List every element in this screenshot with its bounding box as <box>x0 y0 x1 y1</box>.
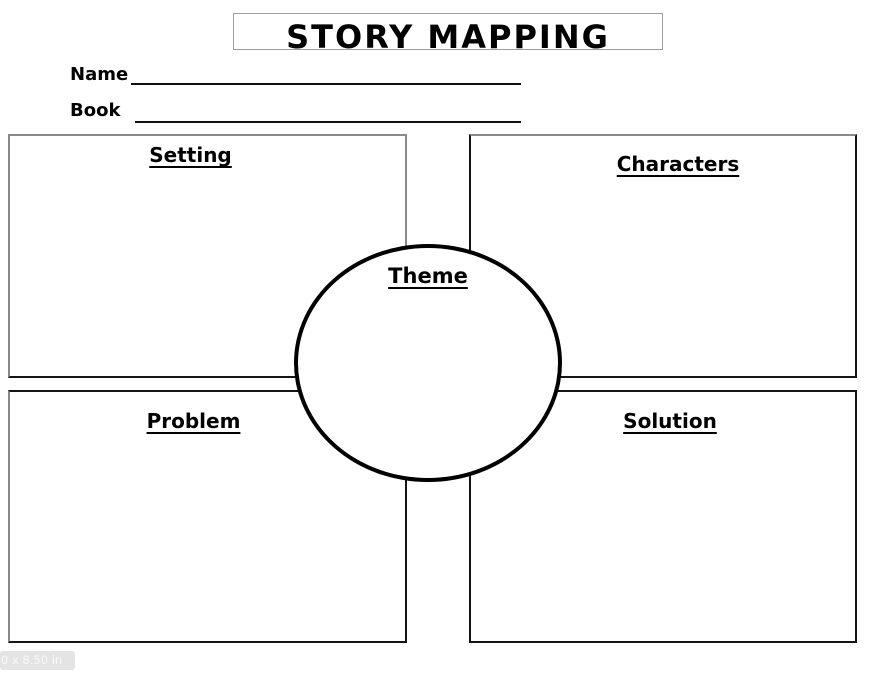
theme-label: Theme <box>388 264 468 288</box>
page-size-tooltip: 0 x 8.50 in <box>0 651 75 670</box>
book-line[interactable] <box>135 121 521 123</box>
solution-label: Solution <box>623 409 717 433</box>
name-label: Name <box>70 64 129 85</box>
name-line[interactable] <box>131 83 521 85</box>
characters-label: Characters <box>616 152 740 176</box>
problem-label: Problem <box>146 409 241 433</box>
title-box: STORY MAPPING <box>233 13 663 56</box>
setting-box[interactable]: Setting <box>8 134 407 378</box>
page-title: STORY MAPPING <box>286 18 610 56</box>
solution-box[interactable]: Solution <box>469 390 857 643</box>
theme-circle[interactable]: Theme <box>294 244 562 482</box>
characters-box[interactable]: Characters <box>469 134 857 378</box>
book-label: Book <box>70 100 121 121</box>
setting-label: Setting <box>149 143 232 167</box>
